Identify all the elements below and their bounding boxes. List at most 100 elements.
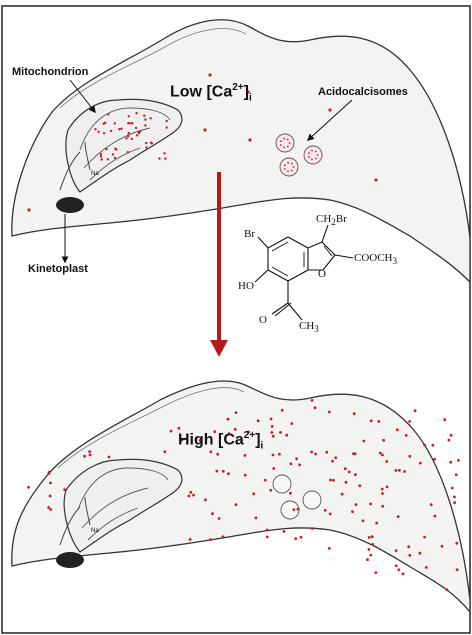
calcium-dot — [328, 108, 332, 112]
benzofuran-structure — [254, 224, 354, 321]
calcium-dot — [106, 158, 110, 161]
calcium-dot — [290, 169, 293, 172]
calcium-dot — [120, 127, 123, 130]
calcium-dot — [49, 481, 52, 485]
calcium-dot — [311, 149, 313, 152]
calcium-dot — [234, 411, 238, 414]
kinetoplast-bottom — [56, 552, 84, 568]
calcium-dot — [401, 572, 405, 576]
calcium-dot — [271, 434, 275, 438]
calcium-dot — [248, 138, 252, 142]
calcium-dot — [111, 153, 115, 156]
calcium-dot — [397, 568, 401, 572]
calcium-dot — [298, 463, 301, 467]
calcium-dot — [134, 126, 138, 130]
atom-carbonyl-o: O — [259, 314, 267, 326]
calcium-dot — [374, 178, 378, 182]
calcium-dot — [126, 151, 130, 154]
calcium-dot — [284, 168, 286, 170]
calcium-dot — [265, 528, 269, 532]
calcium-dot — [381, 504, 385, 508]
calcium-dot — [394, 549, 398, 552]
calcium-dot — [109, 129, 113, 133]
acidocalcisomes-bottom — [272, 474, 322, 520]
calcium-dot — [433, 457, 436, 461]
calcium-dot — [327, 410, 331, 414]
calcium-dot — [180, 438, 184, 442]
label-acidocalcisomes: Acidocalcisomes — [318, 86, 408, 98]
label-mitochondrion: Mitochondrion — [12, 66, 89, 78]
calcium-dot — [286, 138, 289, 141]
calcium-dot — [143, 114, 146, 117]
calcium-dot — [272, 467, 276, 470]
calcium-dot — [102, 132, 106, 135]
calcium-dot — [354, 473, 357, 477]
calcium-dot — [328, 512, 332, 516]
calcium-dot — [149, 117, 152, 120]
calcium-dot — [192, 493, 195, 497]
calcium-dot — [254, 516, 258, 520]
calcium-dot — [271, 453, 275, 457]
frame — [1, 5, 471, 634]
calcium-dot — [221, 535, 225, 539]
calcium-dot — [149, 141, 153, 144]
calcium-dot — [377, 420, 381, 423]
calcium-dot — [295, 457, 298, 461]
calcium-dot — [394, 469, 398, 472]
calcium-dot — [105, 147, 108, 151]
calcium-dot — [88, 450, 91, 453]
calcium-dot — [211, 512, 214, 516]
calcium-dot — [382, 438, 385, 442]
calcium-dot — [247, 430, 250, 434]
acidocalcisomes-top — [275, 133, 323, 177]
calcium-dot — [137, 132, 141, 135]
calcium-dot — [370, 535, 374, 539]
flagellar-pocket-bottom — [59, 496, 91, 546]
calcium-dot — [445, 588, 449, 591]
calcium-dot — [404, 434, 408, 437]
calcium-dot — [243, 473, 247, 477]
calcium-dot — [48, 494, 52, 498]
atom-br: Br — [244, 228, 255, 240]
calcium-dot — [396, 515, 400, 518]
calcium-dot — [455, 541, 459, 545]
calcium-dot — [107, 113, 110, 116]
calcium-dot — [144, 141, 148, 145]
calcium-dot — [278, 452, 281, 456]
calcium-dot — [290, 422, 294, 425]
calcium-dot — [371, 543, 375, 546]
calcium-dot — [354, 503, 358, 506]
calcium-dot — [177, 426, 181, 430]
atom-ring-o: O — [318, 268, 326, 280]
calcium-dot — [129, 122, 132, 125]
calcium-dot — [398, 468, 401, 472]
calcium-dot — [252, 492, 256, 496]
calcium-dot — [113, 156, 117, 160]
calcium-dot — [289, 462, 293, 466]
calcium-dot — [325, 450, 329, 454]
calcium-dot — [226, 417, 230, 421]
calcium-dot — [310, 527, 314, 530]
calcium-dot — [139, 130, 142, 133]
group-cooch3: COOCH3 — [354, 252, 398, 267]
calcium-dot — [104, 121, 107, 124]
calcium-dot — [289, 491, 292, 495]
calcium-dot — [419, 461, 422, 465]
calcium-dot — [361, 519, 365, 523]
calcium-dot — [283, 146, 285, 149]
calcium-dot — [408, 553, 412, 557]
calcium-dot — [47, 506, 50, 509]
calcium-dot — [135, 134, 139, 137]
calcium-dot — [63, 488, 66, 491]
calcium-dot — [418, 551, 422, 555]
calcium-dot — [270, 431, 274, 434]
calcium-dot — [447, 438, 451, 442]
calcium-dot — [292, 166, 295, 168]
calcium-dot — [114, 147, 117, 150]
calcium-dot — [352, 412, 356, 416]
calcium-dot — [314, 452, 317, 456]
calcium-dot — [243, 454, 247, 457]
calcium-dot — [127, 131, 130, 135]
calcium-dot — [457, 459, 460, 462]
